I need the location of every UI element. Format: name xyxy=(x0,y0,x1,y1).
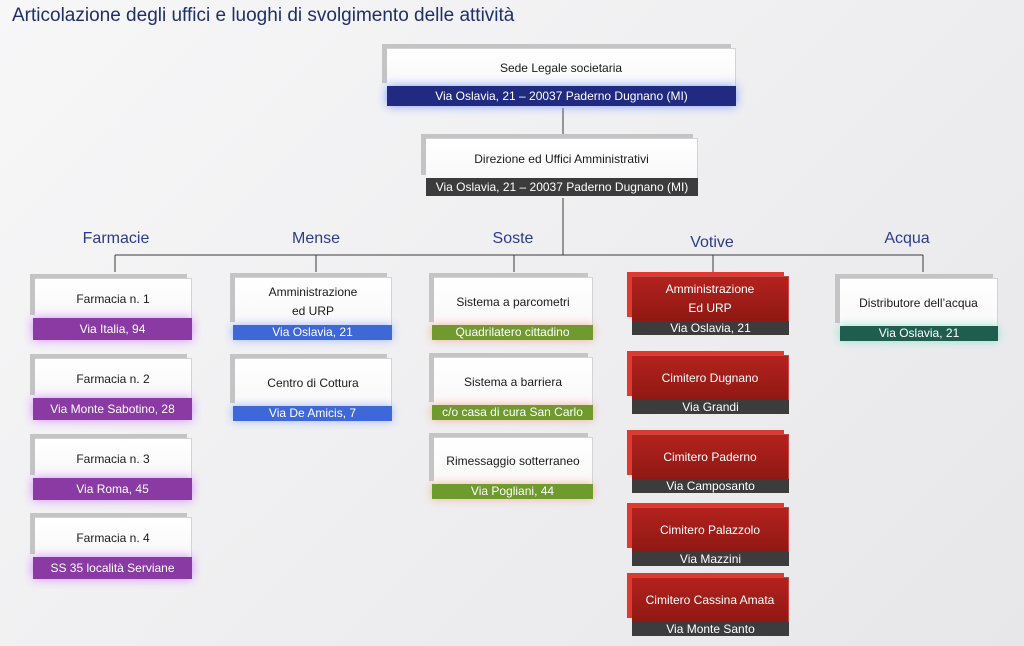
node-name: Cimitero Palazzolo xyxy=(632,507,789,552)
node-soste-rimessaggio: Rimessaggio sotterraneo Via Pogliani, 44 xyxy=(432,437,593,501)
node-votive-amministrazione: Amministrazione Ed URP Via Oslavia, 21 xyxy=(632,276,789,336)
node-votive-paderno: Cimitero Paderno Via Camposanto xyxy=(632,434,789,494)
node-name: Sistema a parcometri xyxy=(434,277,593,326)
node-address: c/o casa di cura San Carlo xyxy=(432,405,593,420)
category-label-acqua: Acqua xyxy=(884,230,930,247)
node-votive-cassina-amata: Cimitero Cassina Amata Via Monte Santo xyxy=(632,577,789,637)
node-name: Amministrazione Ed URP xyxy=(632,276,789,321)
node-address: SS 35 località Serviane xyxy=(33,557,192,579)
node-name: Farmacia n. 2 xyxy=(35,358,192,399)
node-address: Via Oslavia, 21 – 20037 Paderno Dugnano … xyxy=(387,86,736,106)
node-address: Via Monte Sabotino, 28 xyxy=(33,398,192,420)
category-label-mense: Mense xyxy=(291,230,341,247)
node-farmacia-3: Farmacia n. 3 Via Roma, 45 xyxy=(33,438,192,502)
node-name: Distributore dell’acqua xyxy=(840,278,998,327)
node-name: Cimitero Dugnano xyxy=(632,355,789,400)
node-name: Centro di Cottura xyxy=(235,358,392,407)
node-mense-centro-cottura: Centro di Cottura Via De Amicis, 7 xyxy=(233,358,392,422)
category-label-votive: Votive xyxy=(690,234,734,251)
category-label-soste: Soste xyxy=(492,230,534,247)
node-address: Via Italia, 94 xyxy=(33,318,192,340)
node-votive-dugnano: Cimitero Dugnano Via Grandi xyxy=(632,355,789,415)
node-address: Via Oslavia, 21 xyxy=(840,326,998,341)
node-direzione: Direzione ed Uffici Amministrativi Via O… xyxy=(426,138,698,198)
node-name: Cimitero Cassina Amata xyxy=(632,577,789,622)
node-farmacia-2: Farmacia n. 2 Via Monte Sabotino, 28 xyxy=(33,358,192,422)
node-name: Rimessaggio sotterraneo xyxy=(434,437,593,485)
node-address: Via Oslavia, 21 xyxy=(632,321,789,335)
node-address: Via Pogliani, 44 xyxy=(432,484,593,499)
node-farmacia-4: Farmacia n. 4 SS 35 località Serviane xyxy=(33,517,192,581)
node-soste-barriera: Sistema a barriera c/o casa di cura San … xyxy=(432,357,593,421)
node-name: Farmacia n. 4 xyxy=(35,517,192,558)
node-soste-parcometri: Sistema a parcometri Quadrilatero cittad… xyxy=(432,277,593,341)
node-address: Via Grandi xyxy=(632,400,789,414)
node-address: Via Oslavia, 21 – 20037 Paderno Dugnano … xyxy=(426,178,698,196)
node-address: Via Mazzini xyxy=(632,552,789,566)
category-label-farmacie: Farmacie xyxy=(82,230,150,247)
node-address: Via Camposanto xyxy=(632,479,789,493)
node-farmacia-1: Farmacia n. 1 Via Italia, 94 xyxy=(33,278,192,342)
node-name: Sede Legale societaria xyxy=(387,48,736,87)
node-name: Direzione ed Uffici Amministrativi xyxy=(426,138,698,179)
node-votive-palazzolo: Cimitero Palazzolo Via Mazzini xyxy=(632,507,789,567)
node-address: Via Oslavia, 21 xyxy=(233,325,392,340)
node-name: Amministrazione ed URP xyxy=(235,277,392,326)
node-address: Quadrilatero cittadino xyxy=(432,325,593,340)
node-name: Farmacia n. 3 xyxy=(35,438,192,479)
node-name: Cimitero Paderno xyxy=(632,434,789,479)
node-sede-legale: Sede Legale societaria Via Oslavia, 21 –… xyxy=(387,48,736,108)
node-mense-amministrazione: Amministrazione ed URP Via Oslavia, 21 xyxy=(233,277,392,341)
node-name: Sistema a barriera xyxy=(434,357,593,406)
node-address: Via Monte Santo xyxy=(632,622,789,636)
node-acqua-distributore: Distributore dell’acqua Via Oslavia, 21 xyxy=(840,278,998,342)
node-name: Farmacia n. 1 xyxy=(35,278,192,319)
node-address: Via De Amicis, 7 xyxy=(233,406,392,421)
node-address: Via Roma, 45 xyxy=(33,478,192,500)
page-title: Articolazione degli uffici e luoghi di s… xyxy=(12,5,515,26)
